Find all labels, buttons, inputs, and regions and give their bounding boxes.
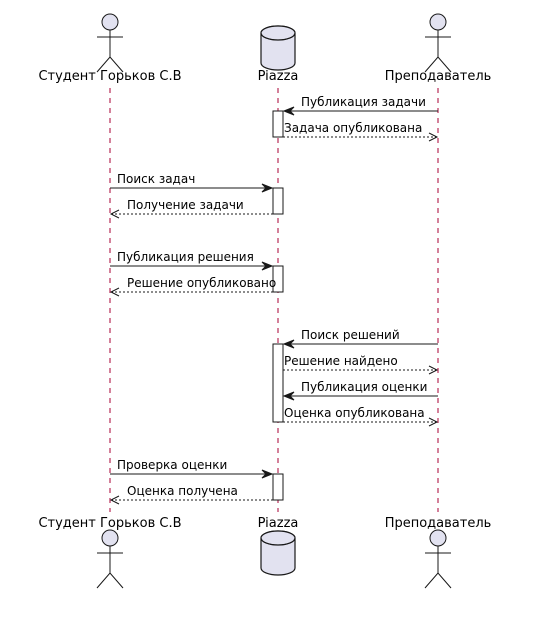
message-label: Решение опубликовано	[127, 276, 276, 290]
activation-bars	[272, 110, 284, 501]
message-9: Публикация оценки	[282, 380, 438, 401]
participant-label-piazza-top: Piazza	[258, 69, 299, 84]
lifelines	[109, 88, 439, 512]
open-arrow-head-icon	[428, 132, 439, 142]
message-label: Оценка опубликована	[284, 406, 425, 420]
open-arrow-head-icon	[109, 287, 120, 297]
participant-label-student-bottom: Студент Горьков С.В	[38, 516, 181, 531]
open-arrow-head-icon	[428, 365, 439, 375]
participant-label-teacher-top: Преподаватель	[385, 69, 492, 84]
message-4: Получение задачи	[109, 198, 273, 219]
message-label: Публикация задачи	[301, 95, 426, 109]
teacher-bottom-actor-icon	[424, 529, 452, 589]
message-12: Оценка получена	[109, 484, 273, 505]
participants-bottom: Студент Горьков С.В Piazza Преподаватель	[38, 516, 492, 589]
participants-top: Студент Горьков С.В Piazza Преподаватель	[38, 13, 492, 84]
message-2: Задача опубликована	[283, 121, 439, 142]
activation-bar	[272, 265, 284, 293]
message-10: Оценка опубликована	[283, 406, 439, 427]
message-label: Получение задачи	[127, 198, 244, 212]
arrow-head-icon	[261, 183, 274, 193]
message-label: Публикация оценки	[301, 380, 427, 394]
arrow-head-icon	[282, 339, 295, 349]
activation-bar	[272, 343, 284, 423]
participant-label-piazza-bottom: Piazza	[258, 516, 299, 531]
message-3: Поиск задач	[110, 172, 274, 193]
activation-bar	[272, 473, 284, 501]
student-top-actor-icon	[96, 13, 124, 73]
arrow-head-icon	[261, 261, 274, 271]
message-label: Поиск решений	[301, 328, 400, 342]
message-label: Проверка оценки	[117, 458, 227, 472]
message-label: Публикация решения	[117, 250, 254, 264]
open-arrow-head-icon	[109, 495, 120, 505]
participant-label-teacher-bottom: Преподаватель	[385, 516, 492, 531]
arrow-head-icon	[282, 106, 295, 116]
arrow-head-icon	[261, 469, 274, 479]
activation-bar	[272, 187, 284, 215]
message-label: Задача опубликована	[284, 121, 422, 135]
message-label: Поиск задач	[117, 172, 195, 186]
message-8: Решение найдено	[283, 354, 439, 375]
activation-bar	[272, 110, 284, 138]
open-arrow-head-icon	[109, 209, 120, 219]
message-label: Решение найдено	[284, 354, 398, 368]
message-11: Проверка оценки	[110, 458, 274, 479]
message-label: Оценка получена	[127, 484, 238, 498]
open-arrow-head-icon	[428, 417, 439, 427]
participant-label-student-top: Студент Горьков С.В	[38, 69, 181, 84]
piazza-top-database-icon	[260, 25, 296, 71]
message-6: Решение опубликовано	[109, 276, 276, 297]
message-1: Публикация задачи	[282, 95, 438, 116]
arrow-head-icon	[282, 391, 295, 401]
teacher-top-actor-icon	[424, 13, 452, 73]
student-bottom-actor-icon	[96, 529, 124, 589]
message-5: Публикация решения	[110, 250, 274, 271]
message-7: Поиск решений	[282, 328, 438, 349]
piazza-bottom-database-icon	[260, 530, 296, 576]
